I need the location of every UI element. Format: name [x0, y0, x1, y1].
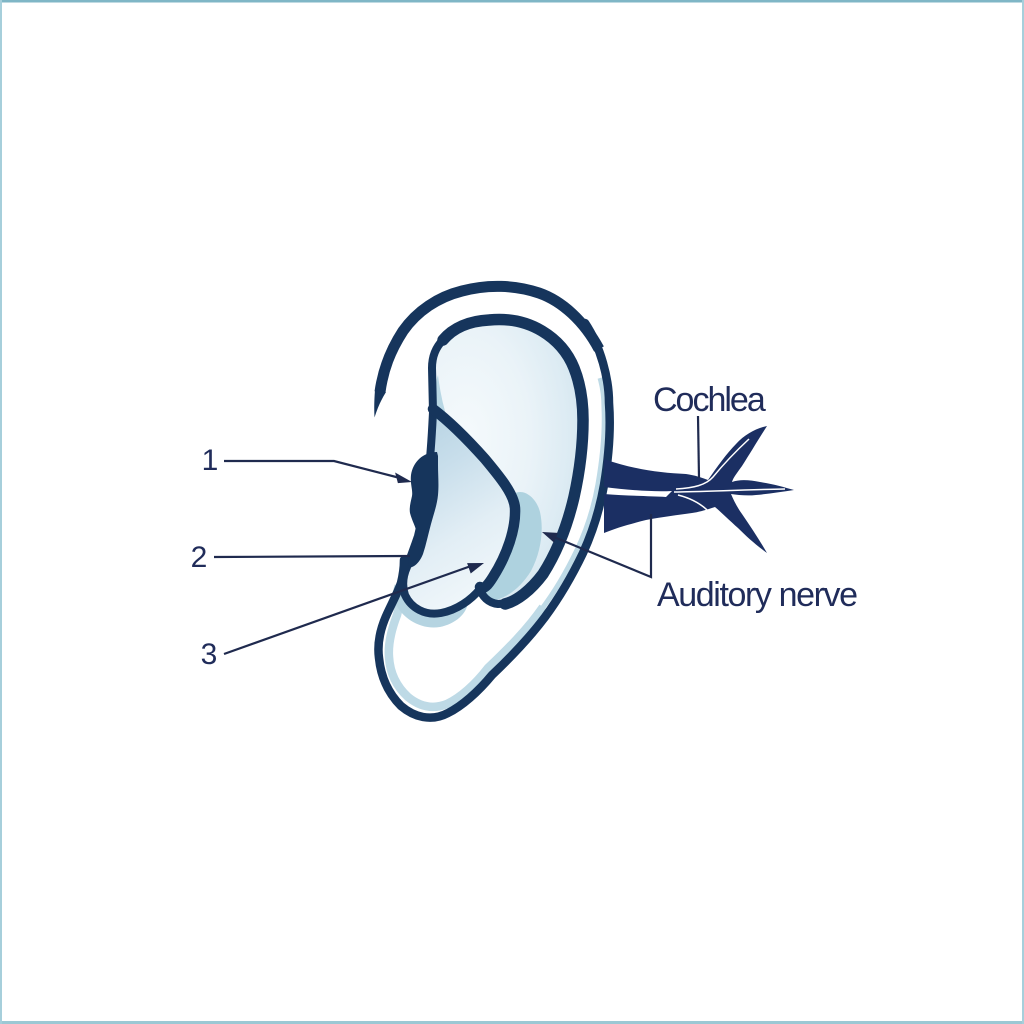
svg-text:3: 3: [201, 638, 218, 671]
svg-text:2: 2: [191, 541, 208, 574]
svg-text:Auditory nerve: Auditory nerve: [657, 576, 857, 614]
svg-text:1: 1: [202, 444, 219, 477]
svg-text:Cochlea: Cochlea: [653, 381, 766, 419]
